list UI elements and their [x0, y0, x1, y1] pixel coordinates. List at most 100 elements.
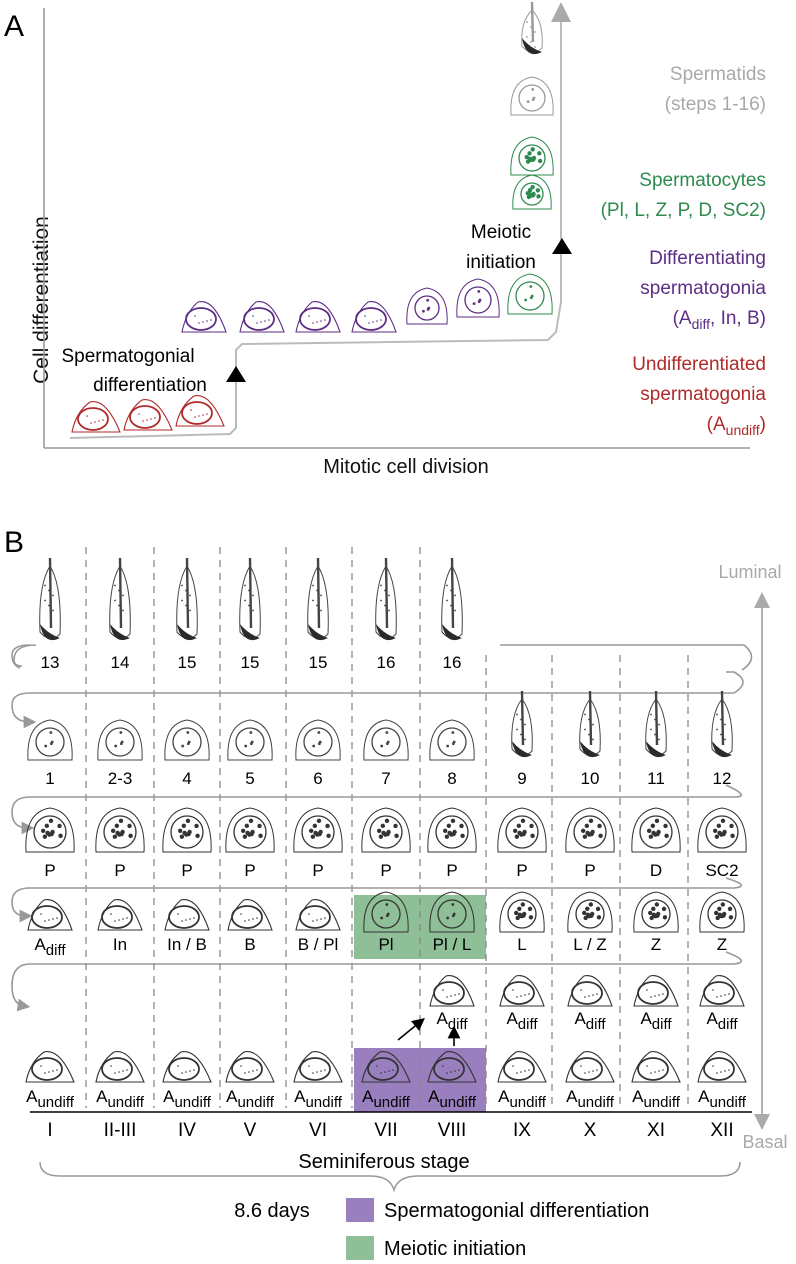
x-axis-label: Mitotic cell division: [323, 456, 489, 478]
panel-a-diff-spg-3: [295, 301, 341, 333]
panel-b-label: B: [4, 526, 24, 559]
row4-cell-1: [27, 899, 73, 931]
row4-cell-6: [363, 891, 409, 933]
row6-label: Aundiff: [428, 1087, 477, 1111]
row4-label: In: [113, 935, 127, 954]
row6-label: Aundiff: [566, 1087, 615, 1111]
spermatocyte-row3-7: [427, 807, 477, 853]
legend-diff-spg-line2: spermatogonia: [640, 278, 766, 299]
row2-step-label: 9: [517, 769, 526, 788]
basal-label: Basal: [742, 1132, 787, 1152]
stage-label: X: [584, 1120, 597, 1141]
row6-label: Aundiff: [498, 1087, 547, 1111]
row6-label: Aundiff: [632, 1087, 681, 1111]
legend-spg-diff-label: Spermatogonial differentiation: [384, 1200, 649, 1222]
panel-a-spermatid-round: [510, 76, 554, 116]
row5-label: Adiff: [706, 1009, 738, 1033]
spermatocyte-row3-11: [697, 807, 747, 853]
round-spermatid-6: [363, 719, 409, 761]
row6-aundiff-10: [631, 1051, 681, 1083]
row3-label: P: [446, 861, 457, 880]
y-axis-label: Cell differentiation: [30, 216, 53, 384]
round-spermatid-4: [227, 719, 273, 761]
row6-aundiff-11: [697, 1051, 747, 1083]
annot-meiotic-line2: initiation: [466, 252, 536, 273]
row5-adiff-4: [633, 975, 679, 1007]
elongated-spermatid-2: [109, 557, 131, 641]
row2-step-label: 11: [647, 769, 665, 788]
panel-a-diff-spg-5: [406, 287, 448, 325]
panel-b-cells: [25, 557, 747, 1083]
row2-step-label: 1: [45, 769, 54, 788]
loop-top-left: [11, 644, 31, 669]
row6-label: Aundiff: [294, 1087, 343, 1111]
row5-label: Adiff: [506, 1009, 538, 1033]
row3-label: P: [244, 861, 255, 880]
panel-a-undiff-spg-3: [175, 395, 225, 427]
panel-a-spermatocyte-3: [510, 136, 554, 176]
stage-label: I: [47, 1120, 52, 1141]
stage-separators: [85, 547, 689, 1108]
elongated-spermatid-4: [239, 557, 261, 641]
round-spermatid-1: [27, 719, 73, 761]
panel-a-undiff-spg-2: [123, 399, 173, 431]
loop-connector-2: [11, 784, 743, 835]
loop-top-right: [741, 644, 753, 671]
legend-meiotic-swatch: [346, 1236, 374, 1260]
elongated-spermatid-6: [375, 557, 397, 641]
row1-step-label: 16: [443, 653, 462, 672]
row3-label: P: [380, 861, 391, 880]
row5-label: Adiff: [574, 1009, 606, 1033]
row1-step-label: 14: [111, 653, 130, 672]
elongating-spermatid-8: [511, 690, 533, 758]
row2-step-label: 2-3: [108, 769, 133, 788]
elongated-spermatid-5: [307, 557, 329, 641]
panel-a-diff-spg-4: [351, 301, 397, 333]
row5-label: Adiff: [640, 1009, 672, 1033]
row2-step-label: 12: [713, 769, 732, 788]
row6-aundiff-2: [95, 1051, 145, 1083]
row4-cell-4: [227, 899, 273, 931]
stage-label: IV: [178, 1120, 196, 1141]
row2-step-label: 8: [447, 769, 456, 788]
loop-connector-1: [11, 671, 744, 729]
loop-connector-4: [11, 951, 743, 1012]
row4-label: L: [517, 935, 526, 954]
row4-cell-2: [97, 899, 143, 931]
legend-meiotic-label: Meiotic initiation: [384, 1238, 526, 1260]
row4-label: Pl: [378, 935, 393, 954]
spermatocyte-row3-9: [565, 807, 615, 853]
row6-label: Aundiff: [96, 1087, 145, 1111]
spermatocyte-row3-3: [162, 807, 212, 853]
row4-cell-5: [295, 899, 341, 931]
row3-label: P: [44, 861, 55, 880]
row6-label: Aundiff: [26, 1087, 75, 1111]
legend-diff-spg-line1: Differentiating: [649, 248, 766, 269]
elongated-spermatid-7: [441, 557, 463, 641]
round-spermatid-7: [429, 719, 475, 761]
row4-label: B / Pl: [298, 935, 339, 954]
row4-cell-9: [567, 891, 613, 933]
loop-connector-3: [11, 877, 743, 923]
meiotic-triangle-icon: [552, 238, 572, 254]
row2-step-label: 10: [581, 769, 600, 788]
spermatocyte-row3-8: [497, 807, 547, 853]
loop-top-left-2: [13, 644, 37, 667]
panel-a-spermatid-elongated: [521, 1, 543, 55]
row1-step-label: 15: [309, 653, 328, 672]
row3-label: P: [312, 861, 323, 880]
row5-label: Adiff: [436, 1009, 468, 1033]
cycle-brace: [39, 1161, 741, 1193]
row5-adiff-3: [567, 975, 613, 1007]
row4-label: In / B: [167, 935, 207, 954]
legend-spermatocytes-line1: Spermatocytes: [639, 170, 766, 191]
diff-arrow-diagonal-icon: [397, 1017, 425, 1041]
row1-step-label: 15: [241, 653, 260, 672]
round-spermatid-5: [295, 719, 341, 761]
row1-step-label: 16: [377, 653, 396, 672]
legend-spg-diff-swatch: [346, 1198, 374, 1222]
legend-undiff-spg-line2: spermatogonia: [640, 384, 766, 405]
